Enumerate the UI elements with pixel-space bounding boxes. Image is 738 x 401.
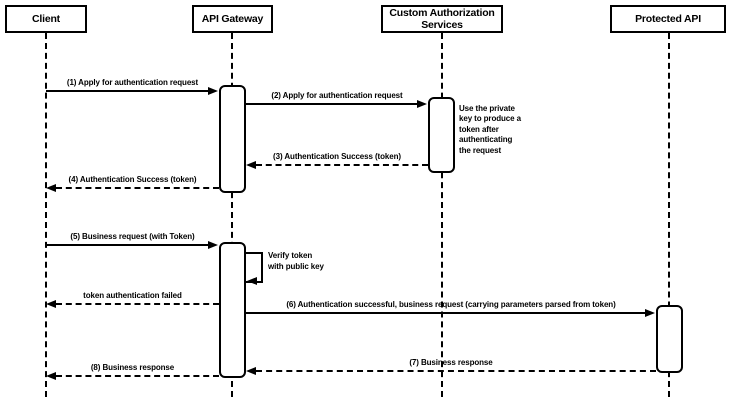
message-3-label: (3) Authentication Success (token)	[273, 152, 401, 161]
actor-box-client: Client	[5, 5, 87, 33]
actor-label-api-gateway: API Gateway	[201, 12, 264, 25]
message-8-label: (8) Business response	[90, 363, 175, 372]
message-6-label: (6) Authentication successful, business …	[286, 300, 616, 309]
note-use-private-key: Use the private key to produce a token a…	[459, 104, 521, 155]
message-8-line	[56, 375, 219, 377]
message-3-arrowhead-icon	[246, 161, 256, 169]
activation-bar-api-gateway-auth	[219, 85, 246, 193]
activation-bar-api-gateway-business	[219, 242, 246, 378]
self-message-label: Verify token with public key	[268, 251, 324, 271]
actor-box-protected-api: Protected API	[610, 5, 726, 33]
actor-box-custom-authorization-services: Custom Authorization Services	[381, 5, 503, 33]
message-7-label: (7) Business response	[409, 358, 493, 367]
message-5-label: (5) Business request (with Token)	[70, 232, 195, 241]
message-4-arrowhead-icon	[46, 184, 56, 192]
message-6-line	[246, 312, 646, 314]
message-token-failed-label: token authentication failed	[83, 291, 182, 300]
lifeline-custom-authorization-services	[441, 33, 443, 397]
actor-box-api-gateway: API Gateway	[192, 5, 273, 33]
message-5-line	[46, 244, 210, 246]
message-token-failed-arrowhead-icon	[46, 300, 56, 308]
message-7-line	[256, 370, 656, 372]
message-1-line	[46, 90, 210, 92]
message-1-label: (1) Apply for authentication request	[66, 78, 199, 87]
actor-label-protected-api: Protected API	[635, 12, 701, 25]
message-2-line	[246, 103, 418, 105]
message-1-arrowhead-icon	[208, 87, 218, 95]
actor-label-custom-authorization-services: Custom Authorization Services	[389, 6, 495, 31]
activation-bar-auth-services	[428, 97, 455, 173]
lifeline-protected-api	[668, 33, 670, 397]
lifeline-client	[45, 33, 47, 397]
actor-label-client: Client	[32, 12, 60, 25]
message-5-arrowhead-icon	[208, 241, 218, 249]
message-3-line	[256, 164, 428, 166]
activation-bar-protected-api	[656, 305, 683, 373]
self-message-arrowhead-icon	[247, 277, 257, 285]
message-4-line	[56, 187, 219, 189]
message-4-label: (4) Authentication Success (token)	[68, 175, 197, 184]
message-8-arrowhead-icon	[46, 372, 56, 380]
message-6-arrowhead-icon	[645, 309, 655, 317]
message-token-failed-line	[56, 303, 219, 305]
message-7-arrowhead-icon	[246, 367, 256, 375]
lifeline-api-gateway	[231, 33, 233, 397]
message-2-label: (2) Apply for authentication request	[271, 91, 403, 100]
message-2-arrowhead-icon	[417, 100, 427, 108]
